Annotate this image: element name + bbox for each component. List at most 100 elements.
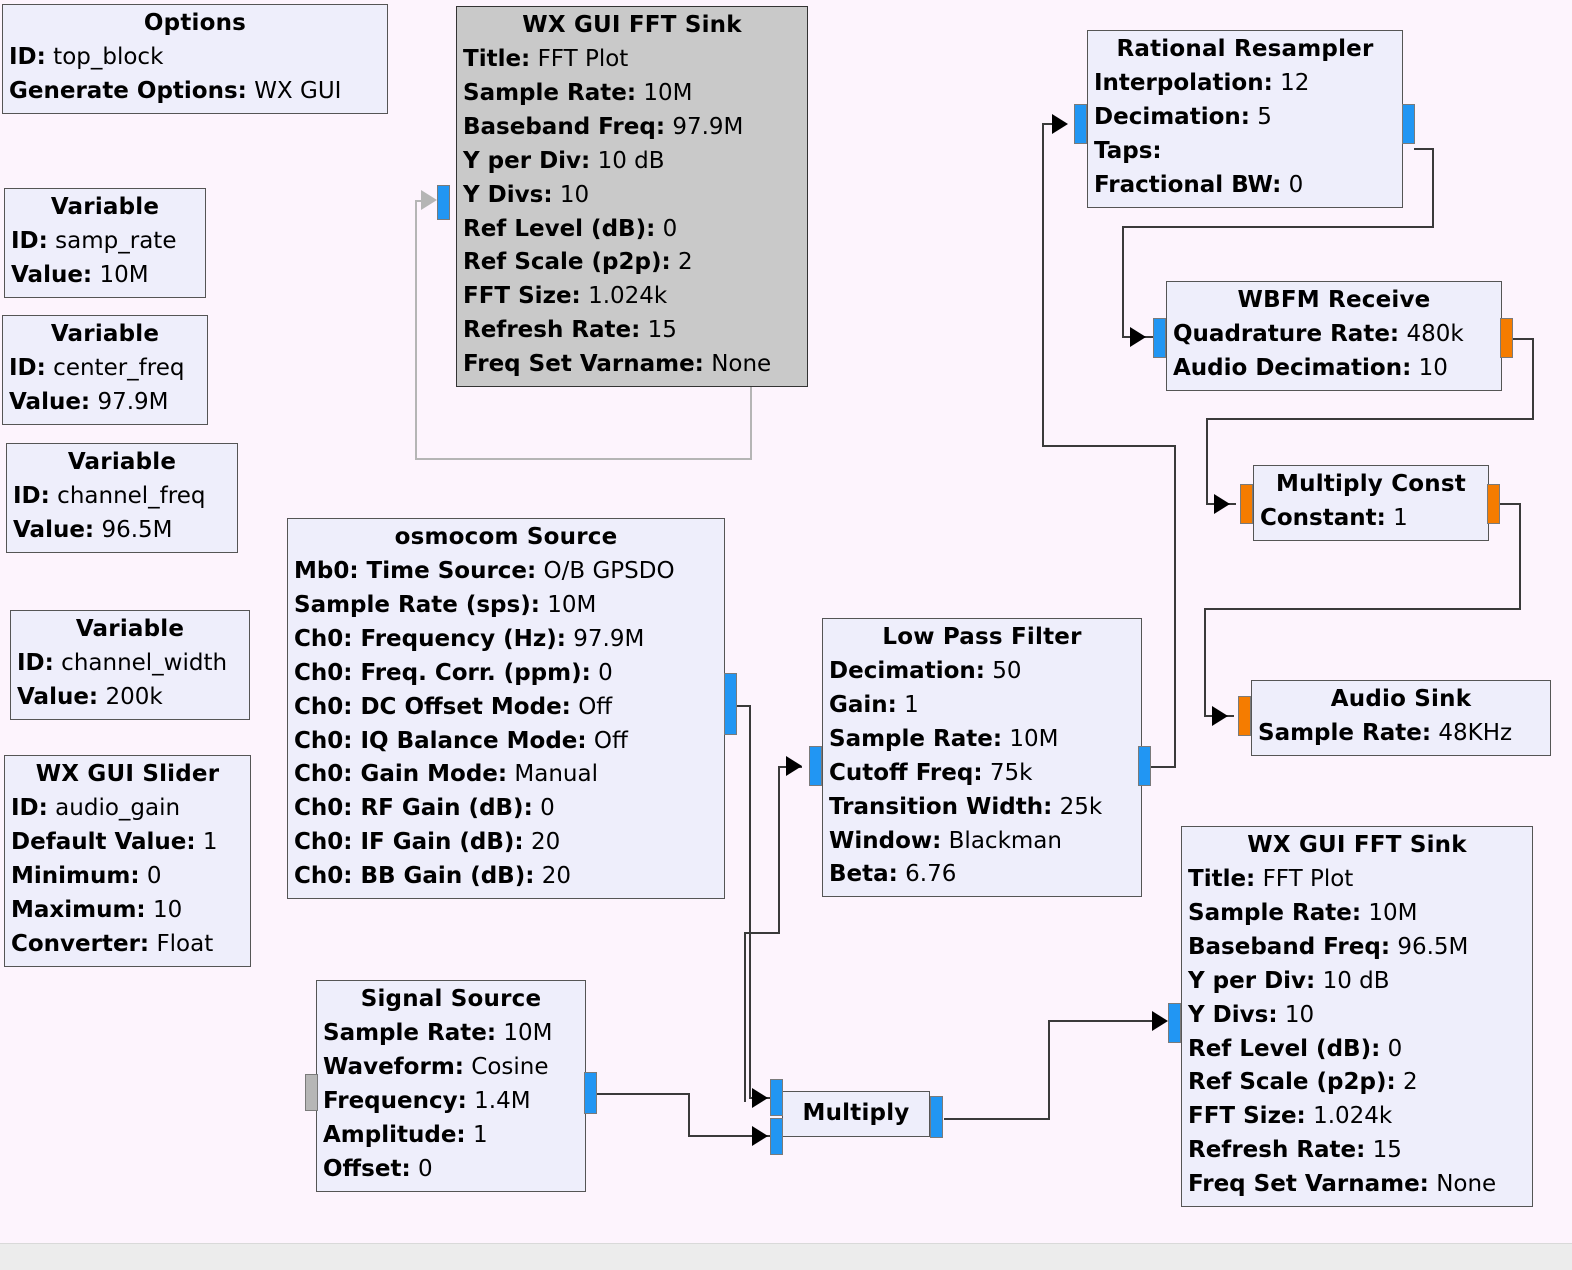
param-key: Ch0: IF Gain (dB): bbox=[294, 829, 524, 856]
block-audio-sink[interactable]: Audio Sink Sample Rate: 48KHz bbox=[1251, 680, 1551, 756]
wire-resampler-to-wbfm[interactable] bbox=[1122, 226, 1434, 228]
port-fft-bottom-input[interactable] bbox=[1168, 1003, 1181, 1043]
wire-lpf-to-resampler[interactable] bbox=[1150, 766, 1176, 768]
wire-wbfm-to-multiplyconst[interactable] bbox=[1512, 338, 1534, 340]
param-value: 0 bbox=[662, 215, 678, 242]
param-key: Ch0: Frequency (Hz): bbox=[294, 625, 566, 652]
wire-multiply-to-lpf[interactable] bbox=[744, 932, 780, 934]
wire-multiply-to-lpf[interactable] bbox=[778, 766, 780, 934]
wire-multiply-to-fft-bottom[interactable] bbox=[944, 1118, 1050, 1120]
wire-osmocom-to-multiply[interactable] bbox=[749, 705, 751, 1099]
port-audiosink-input[interactable] bbox=[1238, 696, 1251, 736]
block-param-row: Value: 200k bbox=[17, 681, 243, 715]
wire-multiplyconst-to-audiosink[interactable] bbox=[1495, 503, 1521, 505]
port-multiplyconst-output[interactable] bbox=[1487, 484, 1500, 524]
port-osmocom-output[interactable] bbox=[724, 673, 737, 735]
wire-lpf-to-resampler[interactable] bbox=[1042, 123, 1058, 125]
block-param-row: Title: FFT Plot bbox=[1188, 863, 1526, 897]
param-value: 10 dB bbox=[597, 147, 665, 174]
wire-signal-to-multiply[interactable] bbox=[688, 1135, 772, 1137]
block-variable-samp-rate[interactable]: Variable ID: samp_rate Value: 10M bbox=[4, 188, 206, 298]
block-variable-channel-width[interactable]: Variable ID: channel_width Value: 200k bbox=[10, 610, 250, 720]
wire-wbfm-to-multiplyconst[interactable] bbox=[1206, 418, 1208, 505]
param-value: samp_rate bbox=[55, 227, 177, 254]
block-param-row: Window: Blackman bbox=[829, 825, 1135, 859]
wire-wbfm-to-multiplyconst[interactable] bbox=[1206, 418, 1534, 420]
block-param-row: Y Divs: 10 bbox=[463, 179, 801, 213]
port-wbfm-output[interactable] bbox=[1500, 318, 1513, 358]
param-key: Mb0: Time Source: bbox=[294, 557, 537, 584]
wire-signal-to-multiply[interactable] bbox=[596, 1093, 690, 1095]
port-resampler-input[interactable] bbox=[1074, 104, 1087, 144]
param-key: Freq Set Varname: bbox=[463, 351, 704, 378]
block-variable-center-freq[interactable]: Variable ID: center_freq Value: 97.9M bbox=[2, 315, 208, 425]
port-signal-source-message[interactable] bbox=[305, 1074, 318, 1111]
wire-multiplyconst-to-audiosink[interactable] bbox=[1519, 503, 1521, 610]
param-value: Off bbox=[578, 693, 613, 720]
param-key: ID: bbox=[9, 43, 46, 70]
port-multiply-input-0[interactable] bbox=[770, 1079, 783, 1116]
block-param-row: Ch0: IQ Balance Mode: Off bbox=[294, 725, 718, 759]
block-multiply[interactable]: Multiply bbox=[782, 1091, 930, 1137]
block-title: WX GUI FFT Sink bbox=[522, 12, 742, 38]
param-key: Converter: bbox=[11, 930, 150, 957]
block-wx-gui-fft-sink-top[interactable]: WX GUI FFT Sink Title: FFT Plot Sample R… bbox=[456, 6, 808, 388]
block-param-row: Title: FFT Plot bbox=[463, 43, 801, 77]
block-multiply-const[interactable]: Multiply Const Constant: 1 bbox=[1253, 465, 1489, 541]
block-param-row: Audio Decimation: 10 bbox=[1173, 352, 1495, 386]
wire-wbfm-to-multiplyconst[interactable] bbox=[1532, 338, 1534, 420]
param-key: Y Divs: bbox=[463, 181, 553, 208]
wire-osmocom-to-fft-top[interactable] bbox=[415, 200, 417, 460]
port-multiply-input-1[interactable] bbox=[770, 1118, 783, 1155]
block-variable-channel-freq[interactable]: Variable ID: channel_freq Value: 96.5M bbox=[6, 443, 238, 553]
block-wx-gui-slider[interactable]: WX GUI Slider ID: audio_gain Default Val… bbox=[4, 755, 251, 967]
block-param-row: Amplitude: 1 bbox=[323, 1119, 579, 1153]
port-resampler-output[interactable] bbox=[1402, 104, 1415, 144]
wire-lpf-to-resampler[interactable] bbox=[1174, 445, 1176, 768]
wire-lpf-to-resampler[interactable] bbox=[1042, 445, 1176, 447]
block-osmocom-source[interactable]: osmocom Source Mb0: Time Source: O/B GPS… bbox=[287, 518, 725, 900]
wire-multiply-to-lpf[interactable] bbox=[744, 932, 746, 1102]
wire-osmocom-to-fft-top[interactable] bbox=[415, 458, 752, 460]
param-key: Offset: bbox=[323, 1155, 411, 1182]
wire-multiplyconst-to-audiosink[interactable] bbox=[1204, 608, 1206, 717]
wire-osmocom-to-multiply[interactable] bbox=[737, 705, 751, 707]
wire-resampler-to-wbfm[interactable] bbox=[1122, 226, 1124, 338]
param-key: Quadrature Rate: bbox=[1173, 320, 1400, 347]
param-key: Sample Rate: bbox=[829, 725, 1003, 752]
param-key: Gain: bbox=[829, 691, 897, 718]
block-param-row: Ch0: BB Gain (dB): 20 bbox=[294, 860, 718, 894]
block-wbfm-receive[interactable]: WBFM Receive Quadrature Rate: 480k Audio… bbox=[1166, 281, 1502, 391]
block-signal-source[interactable]: Signal Source Sample Rate: 10M Waveform:… bbox=[316, 980, 586, 1192]
block-title: Options bbox=[143, 10, 247, 36]
wire-osmocom-to-fft-top[interactable] bbox=[415, 200, 425, 202]
wire-multiplyconst-to-audiosink[interactable] bbox=[1204, 608, 1521, 610]
port-fft-top-input[interactable] bbox=[437, 185, 450, 220]
param-value: FFT Plot bbox=[1262, 865, 1354, 892]
param-value: 0 bbox=[146, 862, 162, 889]
wire-multiply-to-fft-bottom[interactable] bbox=[1048, 1020, 1158, 1022]
wire-signal-to-multiply[interactable] bbox=[688, 1093, 690, 1137]
block-low-pass-filter[interactable]: Low Pass Filter Decimation: 50 Gain: 1 S… bbox=[822, 618, 1142, 898]
wire-resampler-to-wbfm[interactable] bbox=[1414, 148, 1434, 150]
param-value: 12 bbox=[1280, 69, 1310, 96]
param-value: 1.4M bbox=[474, 1087, 531, 1114]
port-lpf-output[interactable] bbox=[1138, 746, 1151, 786]
block-options[interactable]: Options ID: top_block Generate Options: … bbox=[2, 4, 388, 114]
block-param-row: Default Value: 1 bbox=[11, 826, 244, 860]
block-rational-resampler[interactable]: Rational Resampler Interpolation: 12 Dec… bbox=[1087, 30, 1403, 208]
wire-lpf-to-resampler[interactable] bbox=[1042, 123, 1044, 447]
port-multiply-output[interactable] bbox=[930, 1096, 943, 1138]
port-signal-source-output[interactable] bbox=[584, 1072, 597, 1114]
param-key: Ref Level (dB): bbox=[1188, 1035, 1381, 1062]
wire-resampler-to-wbfm[interactable] bbox=[1432, 148, 1434, 228]
block-wx-gui-fft-sink-bottom[interactable]: WX GUI FFT Sink Title: FFT Plot Sample R… bbox=[1181, 826, 1533, 1208]
port-wbfm-input[interactable] bbox=[1153, 318, 1166, 358]
port-multiplyconst-input[interactable] bbox=[1240, 484, 1253, 524]
port-lpf-input[interactable] bbox=[809, 746, 822, 786]
block-param-row: Value: 10M bbox=[11, 259, 199, 293]
wire-multiply-to-fft-bottom[interactable] bbox=[1048, 1020, 1050, 1120]
block-param-row: Ref Level (dB): 0 bbox=[463, 213, 801, 247]
param-key: Title: bbox=[463, 45, 531, 72]
